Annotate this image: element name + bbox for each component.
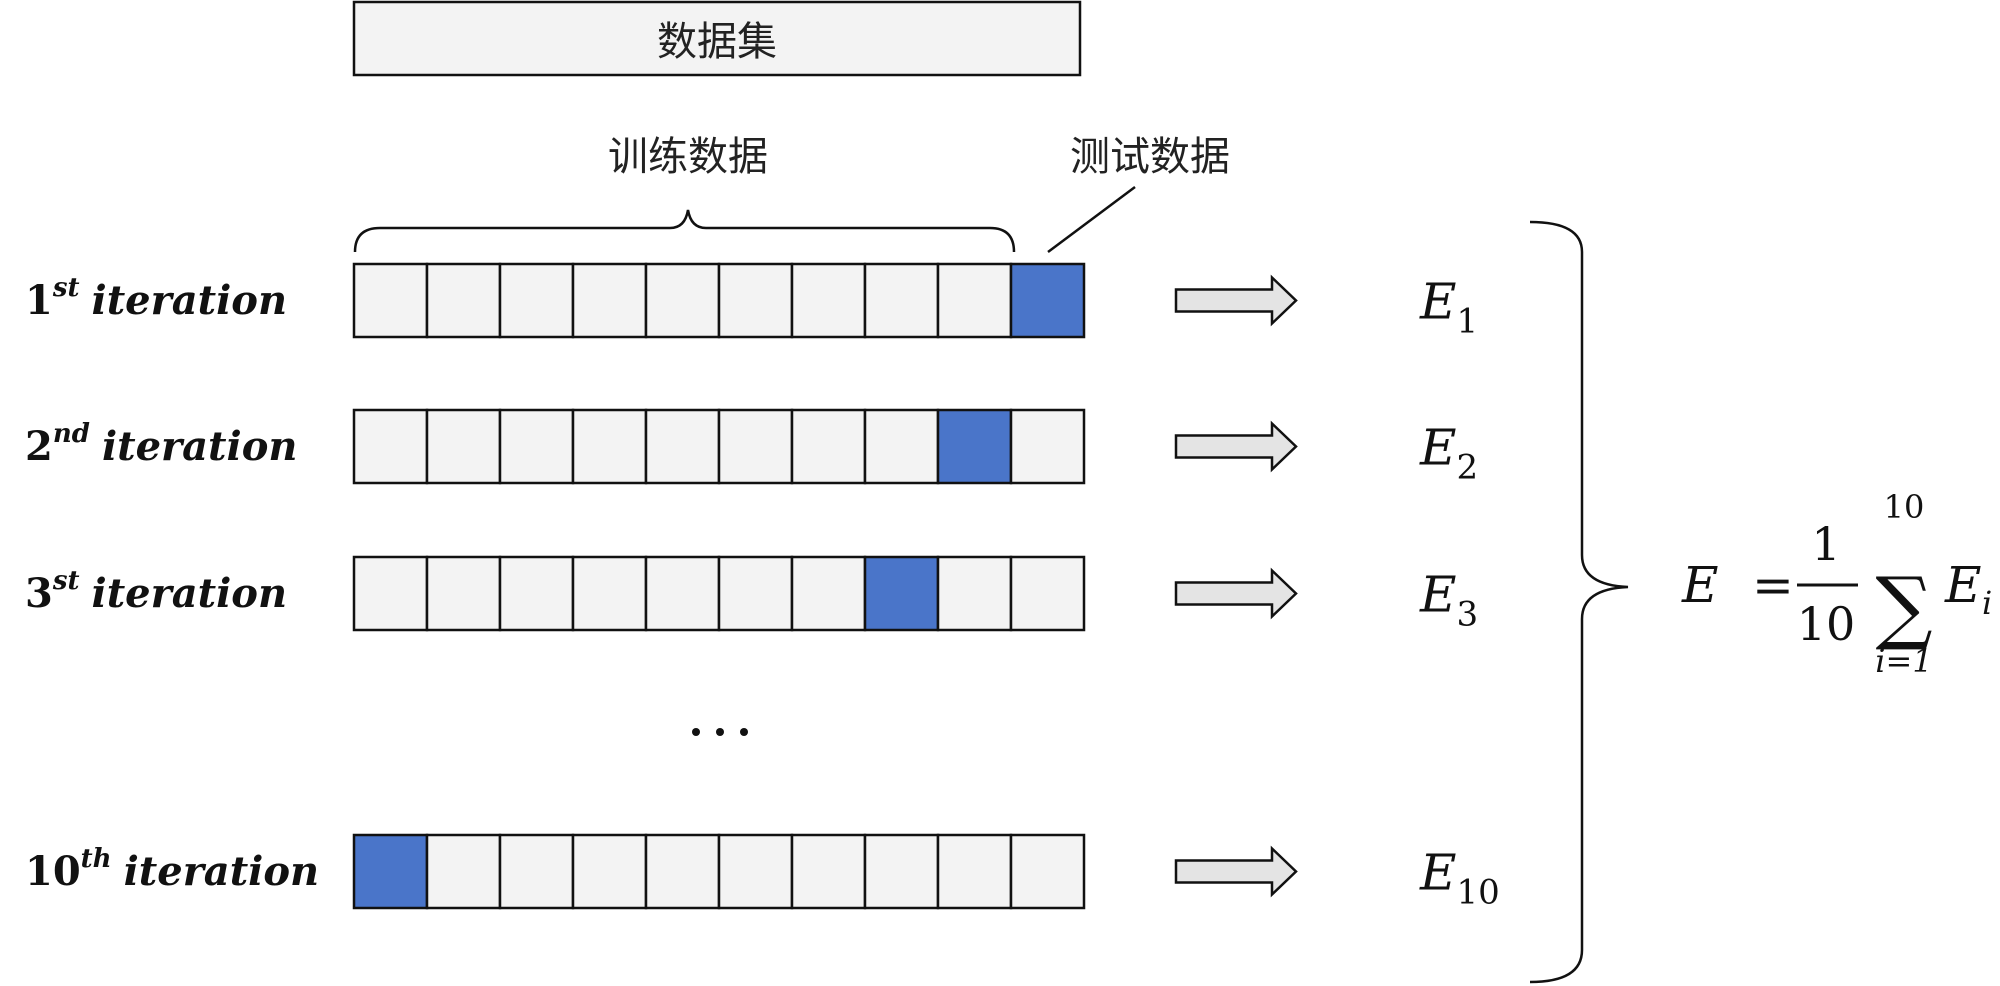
train-fold-cell bbox=[425, 408, 502, 485]
sum-term-base: E bbox=[1944, 556, 1982, 614]
train-fold-cell bbox=[863, 833, 940, 910]
test-fold-cell bbox=[352, 833, 429, 910]
train-fold-cell bbox=[1009, 833, 1086, 910]
train-fold-cell bbox=[352, 408, 429, 485]
test-label: 测试数据 bbox=[1070, 134, 1230, 180]
train-fold-cell bbox=[644, 262, 721, 339]
error-subscript: 3 bbox=[1457, 595, 1479, 635]
test-leader-line bbox=[1047, 185, 1136, 254]
train-fold-cell bbox=[936, 262, 1013, 339]
error-subscript: 1 bbox=[1457, 302, 1479, 342]
iteration-word: iteration bbox=[124, 848, 320, 895]
train-fold-cell bbox=[498, 833, 575, 910]
iteration-ordinal: 1 bbox=[25, 277, 53, 324]
iteration-label: 10th iteration bbox=[25, 844, 319, 895]
error-base: E bbox=[1419, 566, 1457, 624]
test-fold-cell bbox=[863, 555, 940, 632]
formula-numerator: 1 bbox=[1811, 517, 1840, 571]
right-arrow-icon bbox=[1174, 567, 1298, 620]
train-fold-cell bbox=[717, 408, 794, 485]
summary-brace bbox=[1529, 220, 1629, 984]
iteration-ordinal: 2 bbox=[25, 423, 53, 470]
test-fold-cell bbox=[1009, 262, 1086, 339]
dataset-label: 数据集 bbox=[657, 19, 777, 65]
iteration-label: 3st iteration bbox=[25, 566, 287, 617]
train-fold-cell bbox=[352, 262, 429, 339]
iteration-label: 2nd iteration bbox=[25, 419, 297, 470]
train-fold-cell bbox=[571, 555, 648, 632]
right-arrow-icon bbox=[1174, 420, 1298, 473]
train-fold-cell bbox=[425, 833, 502, 910]
iteration-ordinal: 10 bbox=[25, 848, 81, 895]
train-fold-cell bbox=[1009, 408, 1086, 485]
train-fold-cell bbox=[644, 833, 721, 910]
error-base: E bbox=[1419, 844, 1457, 902]
test-fold-cell bbox=[936, 408, 1013, 485]
formula-denominator: 10 bbox=[1797, 597, 1856, 651]
sum-term-sub: i bbox=[1982, 584, 1992, 622]
iteration-suffix: st bbox=[52, 273, 80, 303]
train-fold-cell bbox=[571, 408, 648, 485]
sum-lower-limit: i=1 bbox=[1875, 642, 1932, 680]
formula-equals: = bbox=[1752, 556, 1794, 614]
train-fold-cell bbox=[571, 833, 648, 910]
iteration-ordinal: 3 bbox=[25, 570, 53, 617]
train-fold-cell bbox=[790, 262, 867, 339]
train-fold-cell bbox=[425, 262, 502, 339]
iteration-suffix: th bbox=[81, 844, 112, 874]
train-fold-cell bbox=[498, 408, 575, 485]
iteration-word: iteration bbox=[92, 570, 288, 617]
dataset-box bbox=[352, 0, 1082, 77]
train-fold-cell bbox=[790, 408, 867, 485]
error-base: E bbox=[1419, 273, 1457, 331]
right-arrow-icon bbox=[1174, 845, 1298, 898]
error-subscript: 2 bbox=[1457, 448, 1479, 488]
train-fold-cell bbox=[571, 262, 648, 339]
error-label: E10 bbox=[1419, 844, 1500, 913]
train-fold-cell bbox=[717, 833, 794, 910]
train-fold-cell bbox=[717, 262, 794, 339]
error-label: E3 bbox=[1419, 566, 1478, 635]
train-fold-cell bbox=[936, 555, 1013, 632]
train-fold-cell bbox=[644, 408, 721, 485]
train-fold-cell bbox=[936, 833, 1013, 910]
train-fold-cell bbox=[863, 408, 940, 485]
average-error-formula: E = 1 10 10 ∑ i=1 E i bbox=[1681, 488, 1992, 680]
train-fold-cell bbox=[790, 555, 867, 632]
error-base: E bbox=[1419, 419, 1457, 477]
sigma-symbol: ∑ bbox=[1875, 560, 1932, 653]
train-fold-cell bbox=[717, 555, 794, 632]
iteration-suffix: nd bbox=[53, 419, 90, 449]
train-fold-cell bbox=[425, 555, 502, 632]
error-label: E1 bbox=[1419, 273, 1478, 342]
iteration-label: 1st iteration bbox=[25, 273, 287, 324]
right-arrow-icon bbox=[1174, 274, 1298, 327]
ellipsis-dots bbox=[692, 728, 748, 736]
sum-upper-limit: 10 bbox=[1884, 488, 1925, 526]
train-label: 训练数据 bbox=[608, 134, 768, 180]
train-fold-cell bbox=[498, 262, 575, 339]
train-fold-cell bbox=[1009, 555, 1086, 632]
train-fold-cell bbox=[352, 555, 429, 632]
error-subscript: 10 bbox=[1457, 873, 1500, 913]
train-fold-cell bbox=[790, 833, 867, 910]
formula-lhs: E bbox=[1681, 556, 1719, 614]
iteration-word: iteration bbox=[92, 277, 288, 324]
train-fold-cell bbox=[863, 262, 940, 339]
iteration-word: iteration bbox=[102, 423, 298, 470]
train-brace bbox=[353, 209, 1016, 253]
train-fold-cell bbox=[498, 555, 575, 632]
error-label: E2 bbox=[1419, 419, 1478, 488]
iteration-suffix: st bbox=[52, 566, 80, 596]
train-fold-cell bbox=[644, 555, 721, 632]
